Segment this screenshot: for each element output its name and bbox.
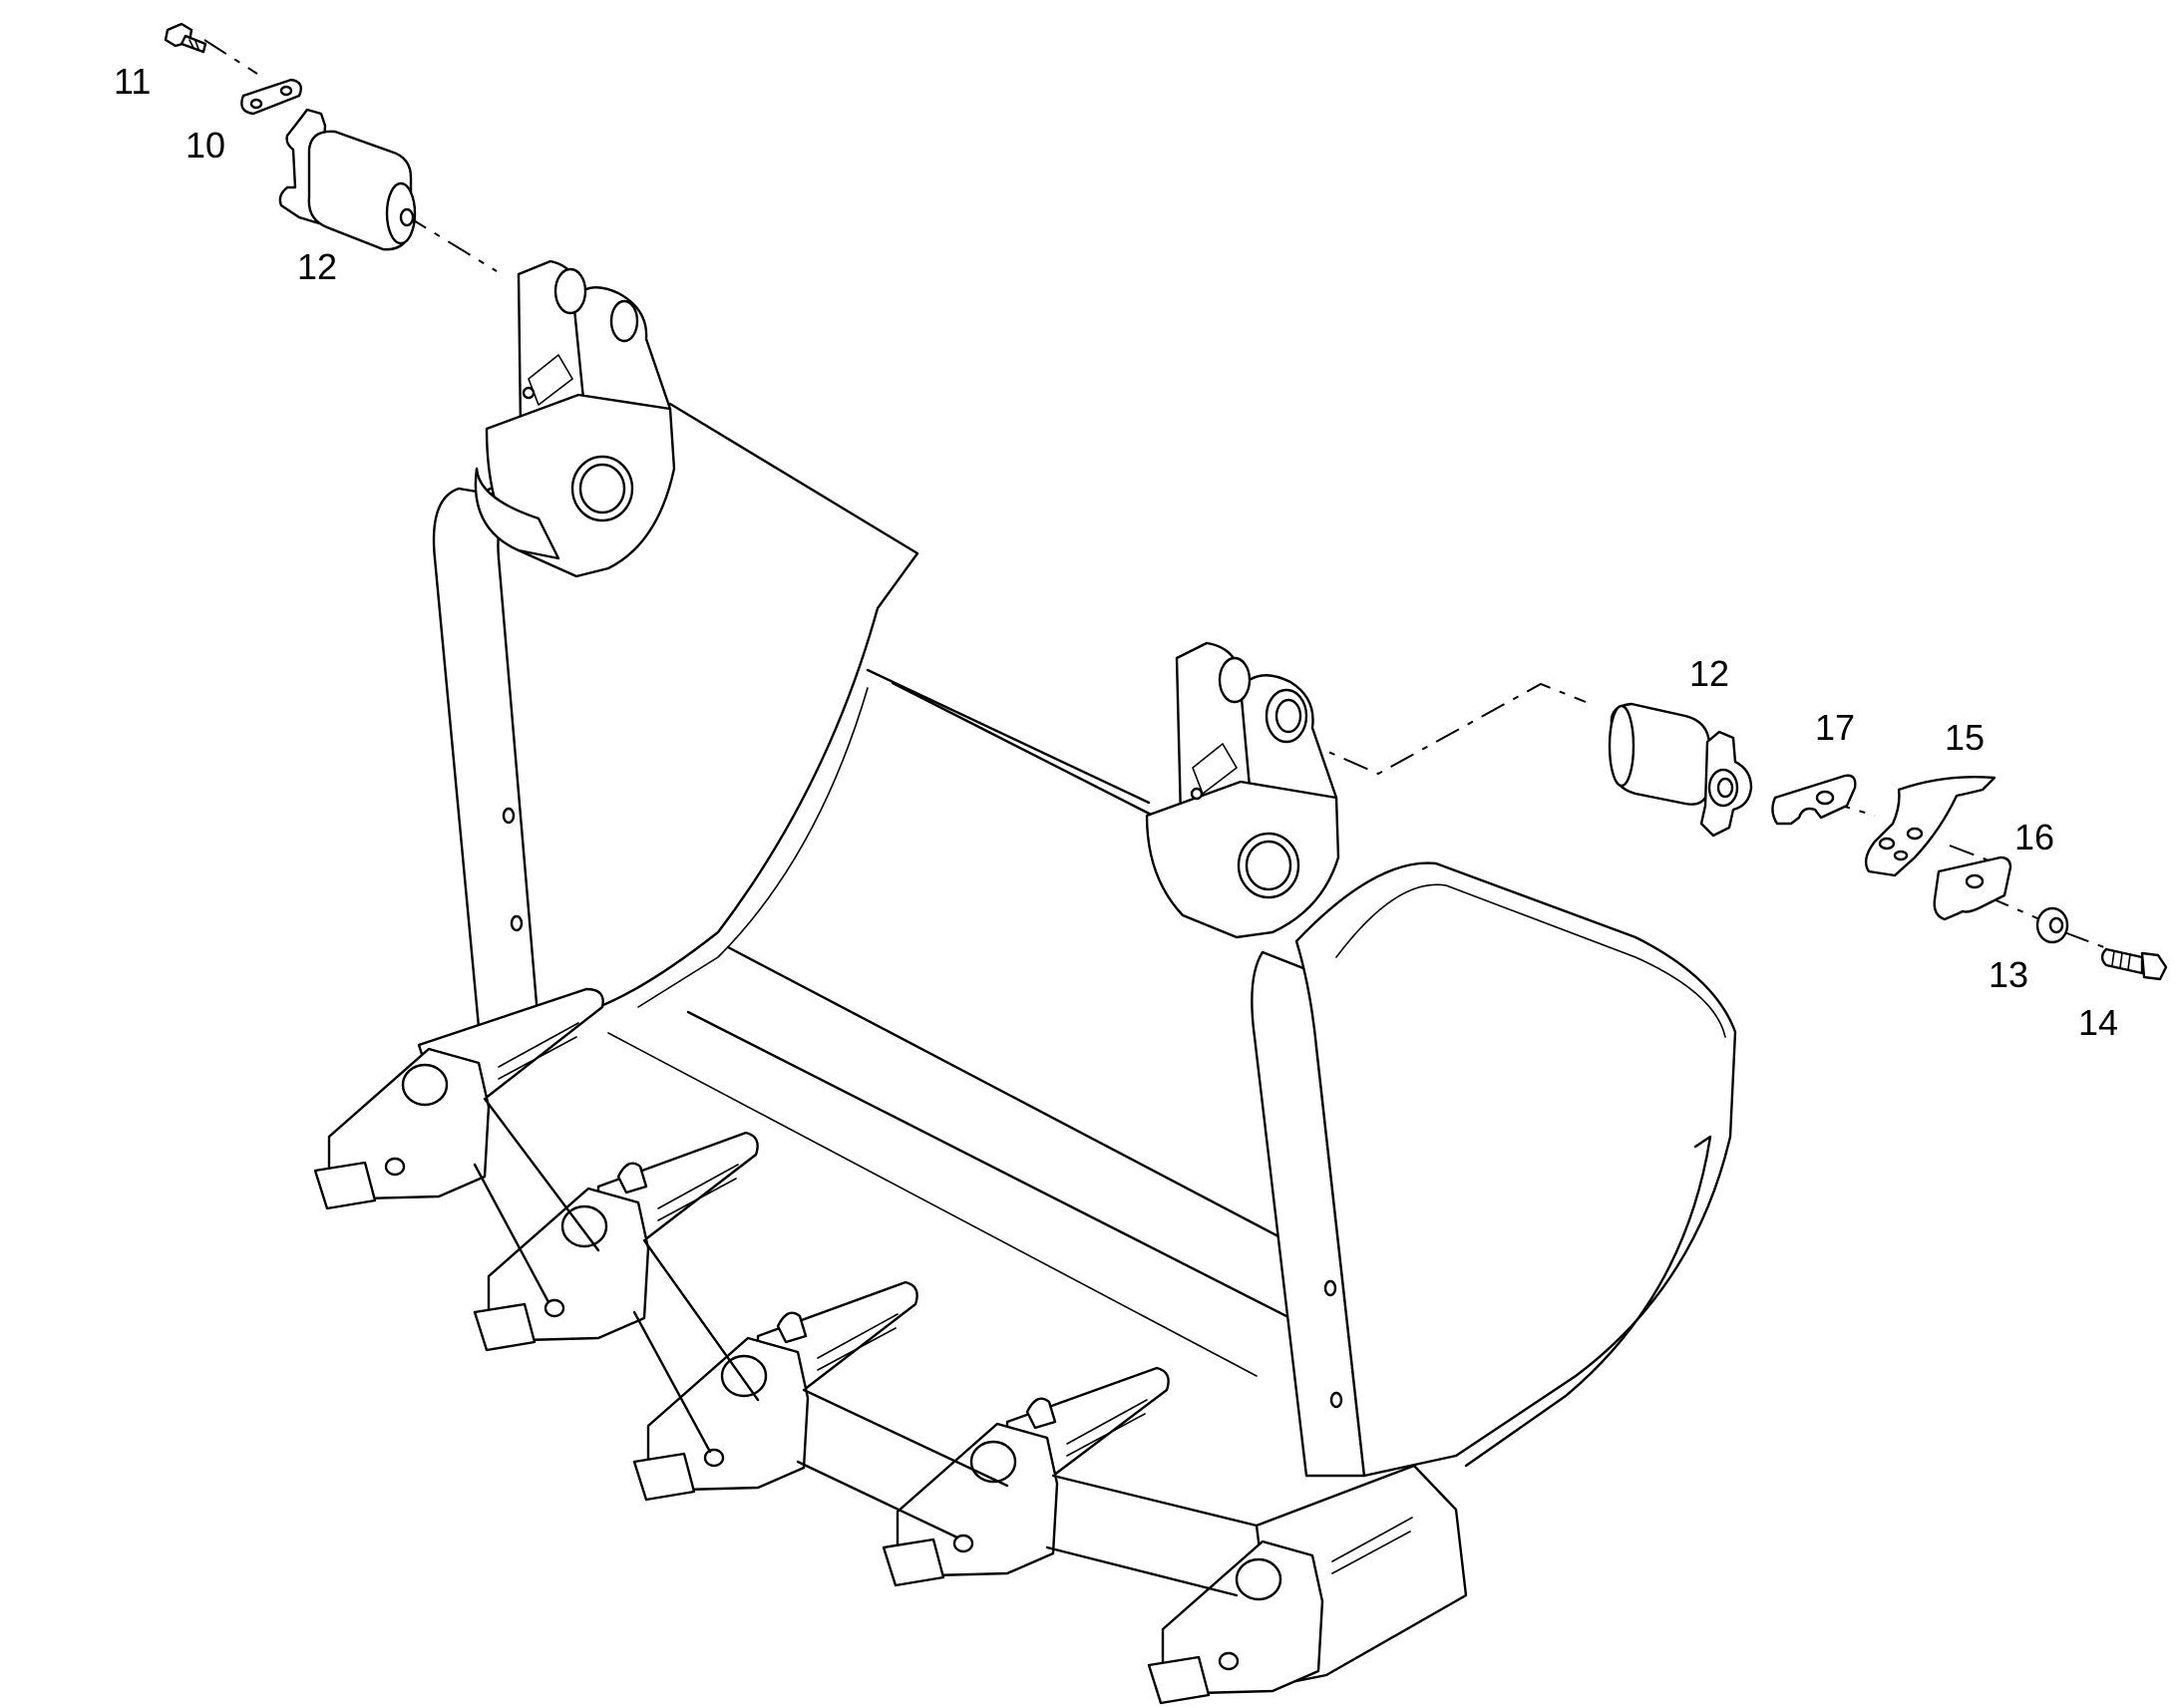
- tooth-2: [473, 1131, 759, 1352]
- label-11: 11: [114, 61, 151, 102]
- pin-12-right-icon: [1608, 702, 1753, 838]
- label-13: 13: [1989, 954, 2028, 995]
- pin-12-left-icon: [278, 108, 417, 251]
- left-hinge-bracket: [474, 259, 676, 578]
- label-12-left: 12: [297, 246, 337, 287]
- lock-plate-17-icon: [1771, 774, 1857, 826]
- tooth-4: [882, 1366, 1170, 1587]
- bolt-11-icon: [164, 22, 207, 54]
- tooth-1: [313, 987, 604, 1210]
- label-14: 14: [2078, 1002, 2118, 1043]
- label-12-right: 12: [1689, 653, 1729, 694]
- washer-13-icon: [2035, 906, 2069, 944]
- plate-10-icon: [240, 78, 302, 116]
- tooth-3: [632, 1280, 918, 1502]
- right-hinge-bracket: [1145, 641, 1340, 939]
- label-15: 15: [1945, 717, 1985, 758]
- bolt-14-icon: [2100, 947, 2168, 981]
- label-17: 17: [1815, 707, 1855, 748]
- plate-16-icon: [1933, 855, 2012, 921]
- label-16: 16: [2014, 817, 2054, 857]
- cutting-edge: [473, 1097, 1259, 1597]
- label-10: 10: [185, 125, 225, 166]
- latch-15-icon: [1864, 776, 1997, 877]
- tooth-5: [1147, 1464, 1468, 1705]
